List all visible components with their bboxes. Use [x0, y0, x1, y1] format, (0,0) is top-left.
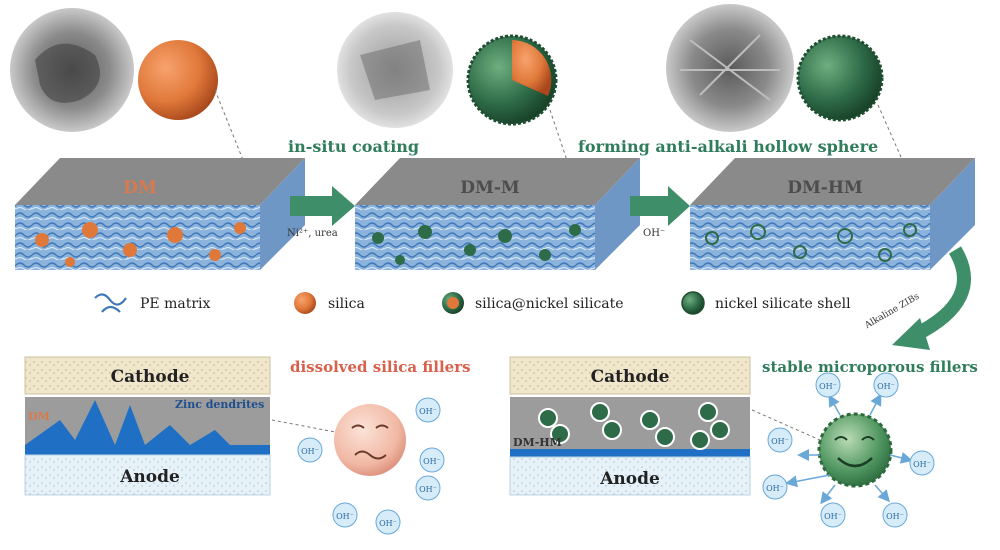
- left-caption: dissolved silica fillers: [290, 358, 471, 376]
- right-cathode-label: Cathode: [591, 367, 670, 387]
- right-cell: [509, 356, 751, 496]
- step1-reagents: Ni²⁺, urea: [287, 228, 338, 239]
- silica-nickel-silicate-icon: [442, 292, 464, 314]
- separator-slab-dm-m: [355, 158, 640, 270]
- oh-ion-icons-right: OH⁻ OH⁻ OH⁻ OH⁻ OH⁻ OH⁻ OH⁻: [762, 372, 935, 528]
- left-anode-label: Anode: [119, 467, 180, 487]
- zoom-line-right: [751, 409, 821, 441]
- sad-silica-face-icon: [334, 404, 406, 476]
- right-anode-label: Anode: [599, 469, 660, 489]
- process-arrow-1: [290, 186, 355, 226]
- svg-text:OH⁻: OH⁻: [886, 512, 904, 521]
- legend-pe-matrix: PE matrix: [140, 296, 211, 312]
- svg-text:OH⁻: OH⁻: [423, 457, 441, 466]
- separator-label-dm-m: DM-M: [460, 178, 520, 198]
- svg-text:OH⁻: OH⁻: [819, 382, 837, 391]
- step1-label: in-situ coating: [288, 137, 419, 156]
- svg-text:OH⁻: OH⁻: [419, 485, 437, 494]
- separator-slab-dm: [15, 158, 305, 270]
- right-cathode-layer: [509, 356, 751, 395]
- right-anode-layer: [510, 449, 750, 457]
- right-caption: stable microporous fillers: [762, 358, 978, 376]
- zinc-dendrites: [25, 400, 230, 445]
- curved-arrow-down: [892, 246, 971, 350]
- process-arrow-2: [630, 186, 690, 226]
- left-anode-layer: [25, 445, 270, 455]
- left-separator-label: DM: [28, 410, 50, 423]
- separator-slab-dm-hm: [690, 158, 975, 270]
- silica-sphere: [138, 40, 218, 120]
- silica-icon: [294, 292, 316, 314]
- right-separator-label: DM-HM: [513, 436, 562, 449]
- left-cathode-layer: [24, 356, 271, 395]
- pe-matrix-icon: [94, 293, 127, 313]
- legend: PE matrix silica silica@nickel silicate …: [94, 291, 851, 315]
- legend-silica: silica: [328, 296, 365, 312]
- legend-silica-nickel-silicate: silica@nickel silicate: [475, 296, 624, 312]
- svg-text:OH⁻: OH⁻: [301, 447, 319, 456]
- legend-nickel-silicate-shell: nickel silicate shell: [715, 296, 851, 312]
- svg-text:OH⁻: OH⁻: [336, 512, 354, 521]
- left-cell: [24, 356, 271, 496]
- happy-hollow-sphere-face-icon: [817, 412, 893, 488]
- separator-label-dm: DM: [123, 178, 157, 198]
- svg-text:OH⁻: OH⁻: [913, 460, 931, 469]
- svg-text:OH⁻: OH⁻: [379, 519, 397, 528]
- nickel-silicate-shell-icon: [681, 291, 705, 315]
- tem-image-dm-hm: [666, 4, 794, 132]
- left-cathode-label: Cathode: [111, 367, 190, 387]
- step2-label: forming anti-alkali hollow sphere: [578, 137, 878, 156]
- svg-text:OH⁻: OH⁻: [419, 407, 437, 416]
- tem-image-dm-m: [337, 12, 453, 128]
- tem-image-dm: [10, 8, 134, 132]
- nickel-silicate-shell-sphere: [796, 34, 884, 122]
- zoom-line-left: [271, 419, 336, 433]
- separator-label-dm-hm: DM-HM: [787, 178, 863, 198]
- silica-nickel-silicate-sphere: [466, 34, 558, 126]
- svg-text:OH⁻: OH⁻: [877, 382, 895, 391]
- oh-ion-icons-left: OH⁻ OH⁻ OH⁻ OH⁻ OH⁻ OH⁻: [297, 397, 445, 535]
- dendrites-label: Zinc dendrites: [175, 398, 264, 411]
- svg-text:OH⁻: OH⁻: [766, 484, 784, 493]
- step2-reagent: OH⁻: [643, 228, 665, 239]
- svg-text:OH⁻: OH⁻: [824, 512, 842, 521]
- svg-text:OH⁻: OH⁻: [771, 437, 789, 446]
